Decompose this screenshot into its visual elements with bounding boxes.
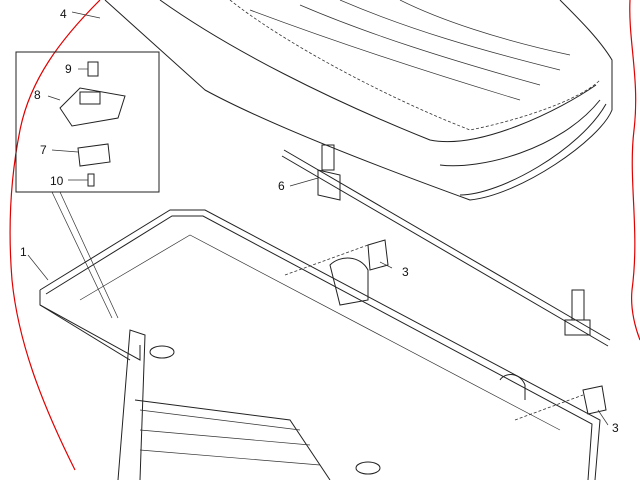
part-10-screw	[68, 173, 95, 187]
callout-3-upper: 3	[402, 265, 409, 279]
part-7-bracket	[51, 143, 111, 167]
leader-lines	[27, 11, 609, 426]
red-markup-outline	[9, 0, 640, 471]
callout-10: 10	[50, 174, 64, 188]
part-9-knob	[78, 61, 99, 77]
callout-7: 7	[40, 143, 47, 157]
callout-4: 4	[60, 7, 67, 21]
callout-9: 9	[65, 62, 72, 76]
callout-8: 8	[34, 88, 41, 102]
callout-labels: 4 9 8 7 10 6 1 3 3	[20, 7, 619, 435]
part-1-frame	[39, 209, 601, 480]
inset-detail-box	[15, 51, 160, 193]
callout-6: 6	[278, 179, 285, 193]
part-3-bracket-upper	[284, 239, 389, 306]
part-8-clamp	[47, 87, 126, 127]
callout-1: 1	[20, 245, 27, 259]
part-4-cushion	[104, 0, 613, 201]
callout-3-lower: 3	[612, 421, 619, 435]
net-panel	[117, 329, 381, 480]
part-3-bracket-lower	[499, 374, 607, 421]
part-6-rod	[281, 144, 611, 347]
